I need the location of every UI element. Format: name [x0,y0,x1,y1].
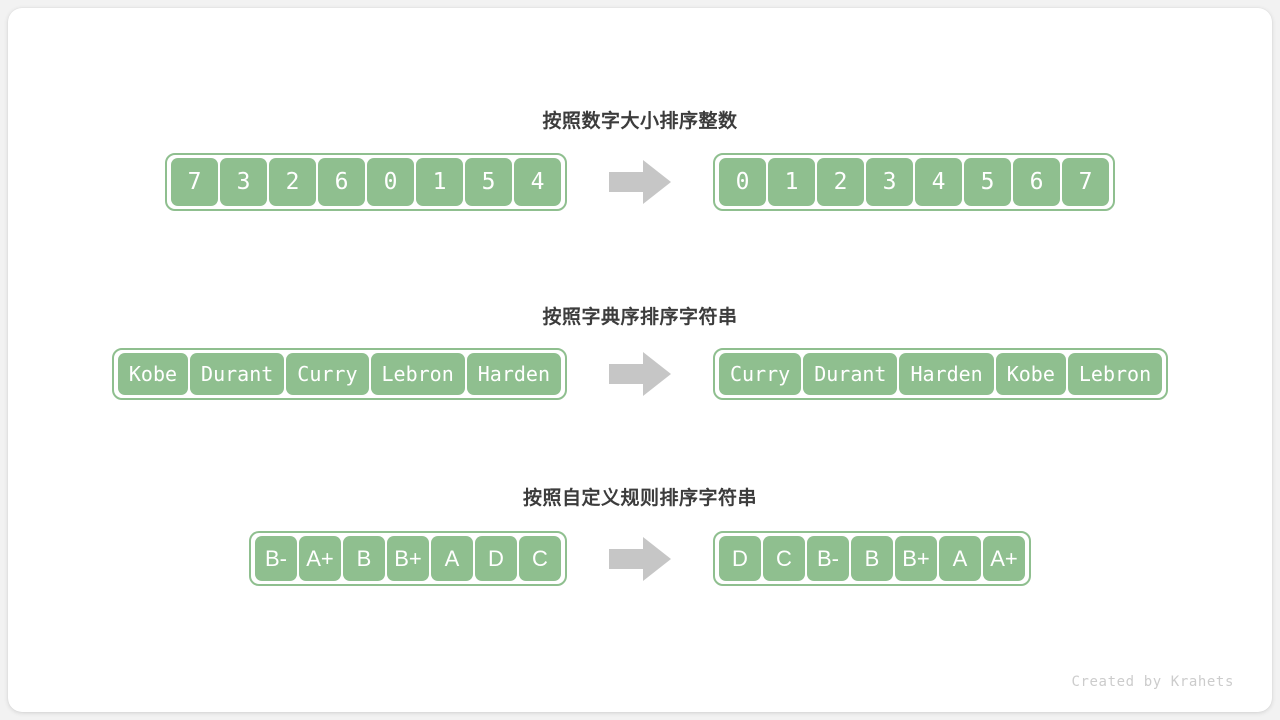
array-cell-output: B- [807,536,849,581]
array-cell-output: B+ [895,536,937,581]
array-cell-input: A+ [299,536,341,581]
array-cell-input: Curry [286,353,369,395]
array-cell-output: 4 [915,158,962,206]
section-title-sort-strings-custom-rule: 按照自定义规则排序字符串 [522,488,757,509]
array-cell-input: D [475,536,517,581]
array-cell-input: 6 [318,158,365,206]
array-cell-input: 1 [416,158,463,206]
array-cell-input: B+ [387,536,429,581]
array-cell-output: 5 [964,158,1011,206]
array-cell-output: 3 [866,158,913,206]
array-cell-output: Durant [803,353,898,395]
array-cell-output: Lebron [1067,353,1163,395]
right-arrow-icon [609,160,671,204]
array-cell-output: D [719,536,761,581]
array-cell-input: 7 [171,158,218,206]
array-cell-output: Harden [899,353,994,395]
array-cell-input: 5 [465,158,512,206]
array-cell-input: 2 [269,158,316,206]
array-cell-input: Kobe [117,353,189,395]
array-cell-output: Curry [719,353,802,395]
footer-credit: Created by Krahets [1071,674,1234,690]
right-arrow-icon [609,536,671,581]
array-cell-input: 3 [220,158,267,206]
array-cell-input: 0 [367,158,414,206]
array-cell-input: Harden [466,353,561,395]
array-cell-input: C [519,536,561,581]
array-cell-input: Lebron [370,353,465,395]
array-cell-input: Durant [190,353,285,395]
array-cell-output: 0 [719,158,766,206]
array-cell-output: 2 [817,158,864,206]
array-cell-input: B- [255,536,297,581]
section-title-sort-integers: 按照数字大小排序整数 [542,111,738,132]
array-cell-output: 7 [1062,158,1109,206]
array-cell-output: 6 [1013,158,1060,206]
array-cell-input: 4 [514,158,561,206]
right-arrow-icon [609,352,671,396]
array-cell-output: C [763,536,805,581]
array-cell-output: 1 [768,158,815,206]
array-cell-input: A [431,536,473,581]
array-cell-output: Kobe [995,353,1066,395]
array-cell-output: A [939,536,981,581]
array-cell-output: A+ [983,536,1025,581]
section-title-sort-strings-lexicographic: 按照字典序排序字符串 [542,307,738,328]
array-cell-output: B [851,536,893,581]
array-cell-input: B [343,536,385,581]
